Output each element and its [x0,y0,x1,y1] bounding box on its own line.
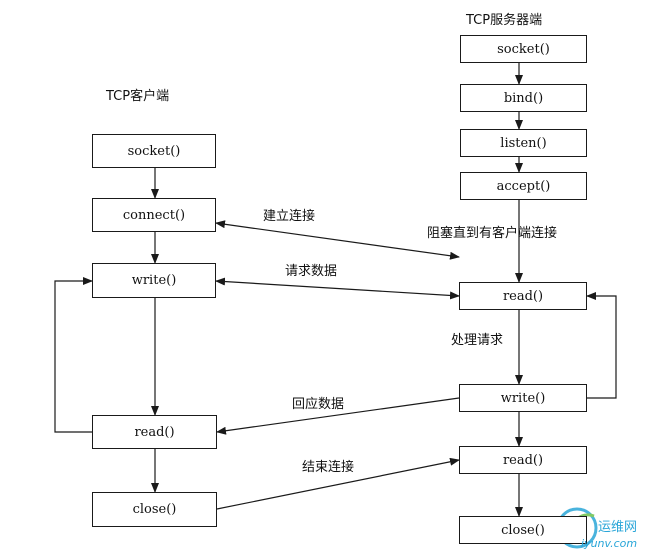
label-finish: 结束连接 [302,460,355,475]
watermark-cn: 运维网 [598,520,638,535]
client-write-box: write() [92,263,216,298]
label-request: 请求数据 [285,264,338,279]
watermark-url: iyunv.com [581,537,638,550]
server-accept-box: accept() [460,172,587,200]
msg-establish [215,220,460,260]
server-read-box: read() [459,282,587,310]
server-listen-label: listen() [500,135,547,151]
label-establish: 建立连接 [263,209,316,224]
label-process: 处理请求 [451,333,504,348]
msg-finish [216,457,460,510]
edge-server-loop [586,292,617,399]
server-close-label: close() [501,522,545,538]
label-response: 回应数据 [292,397,345,412]
client-read-box: read() [92,415,217,449]
server-read2-label: read() [502,452,544,468]
server-close-box: close() [459,516,587,544]
server-title: TCP服务器端 [466,13,543,28]
client-title: TCP客户端 [106,89,170,104]
server-write-label: write() [500,390,546,406]
server-bind-label: bind() [503,90,544,106]
edge-client-loop [54,277,93,433]
client-close-label: close() [132,502,177,517]
client-connect-label: connect() [122,207,186,223]
server-write-box: write() [459,384,587,412]
server-read-label: read() [502,288,544,304]
server-listen-box: listen() [460,129,587,157]
client-read-label: read() [134,424,175,440]
server-accept-label: accept() [496,178,551,194]
client-close-box: close() [92,492,217,527]
msg-response [216,397,460,435]
client-connect-box: connect() [92,198,216,232]
server-read2-box: read() [459,446,587,474]
server-bind-box: bind() [460,84,587,112]
server-socket-box: socket() [460,35,587,63]
client-write-label: write() [131,273,177,288]
msg-request [215,277,460,300]
client-socket-label: socket() [127,143,181,159]
label-block: 阻塞直到有客户端连接 [427,226,558,241]
server-socket-label: socket() [497,41,550,57]
client-socket-box: socket() [92,134,216,168]
